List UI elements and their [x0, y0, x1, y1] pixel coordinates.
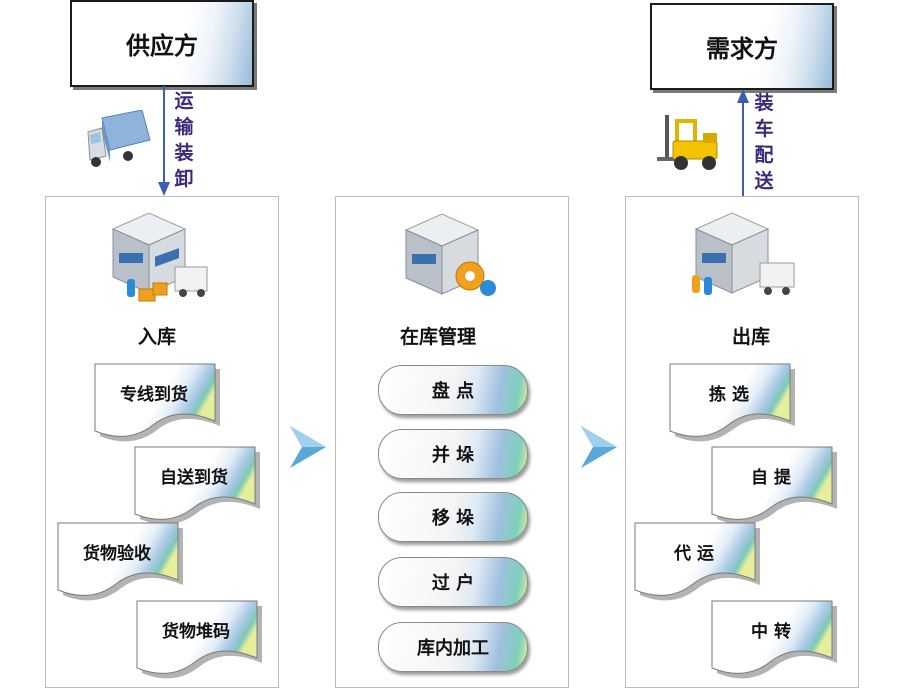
manage-item: 盘 点	[378, 365, 528, 415]
forklift-icon	[657, 115, 718, 170]
inbound-item: 专线到货	[94, 363, 225, 446]
inbound-item-label: 自送到货	[160, 467, 228, 488]
supplier-box: 供应方	[70, 0, 254, 87]
manage-item-label: 并 垛	[431, 445, 475, 466]
outbound-to-demand-arrow	[737, 89, 749, 200]
outbound-item: 代 运	[634, 522, 765, 605]
warehouse-inbound-icon	[111, 212, 208, 302]
warehouse-manage-icon	[404, 213, 496, 296]
supplier-label: 供应方	[126, 32, 198, 60]
manage-item: 并 垛	[378, 429, 528, 479]
manage-item-label: 移 垛	[431, 508, 475, 529]
manage-item: 过 户	[378, 557, 528, 607]
flow-label-transport: 运输装卸	[174, 90, 194, 190]
manage-title: 在库管理	[400, 326, 477, 348]
warehouse-outbound-icon	[692, 212, 795, 295]
flow-label-delivery: 装车配送	[754, 92, 774, 192]
outbound-item: 拣 选	[669, 363, 800, 446]
outbound-item: 自 提	[711, 446, 842, 529]
outbound-item-label: 自 提	[751, 467, 791, 488]
inbound-item-label: 货物堆码	[162, 621, 230, 642]
inbound-title: 入库	[138, 326, 177, 348]
manage-item-label: 库内加工	[417, 638, 489, 659]
chevron-right-icon	[290, 426, 326, 468]
manage-item-label: 盘 点	[431, 381, 475, 402]
manage-item: 移 垛	[378, 492, 528, 542]
demand-label: 需求方	[706, 35, 778, 63]
inbound-item: 自送到货	[134, 446, 265, 529]
outbound-item: 中 转	[711, 600, 842, 683]
manage-item-label: 过 户	[431, 573, 475, 594]
truck-icon	[87, 110, 151, 167]
inbound-item: 货物堆码	[136, 600, 267, 683]
inbound-item-label: 专线到货	[120, 384, 188, 405]
inbound-item: 货物验收	[57, 522, 188, 605]
outbound-item-label: 中 转	[751, 621, 791, 642]
outbound-item-label: 拣 选	[709, 384, 749, 405]
inbound-item-label: 货物验收	[83, 543, 151, 564]
chevron-right-icon	[581, 426, 617, 468]
supplier-to-inbound-arrow	[158, 86, 170, 196]
outbound-item-label: 代 运	[674, 543, 714, 564]
manage-item: 库内加工	[378, 622, 528, 672]
outbound-title: 出库	[732, 326, 771, 348]
demand-box: 需求方	[650, 3, 834, 90]
